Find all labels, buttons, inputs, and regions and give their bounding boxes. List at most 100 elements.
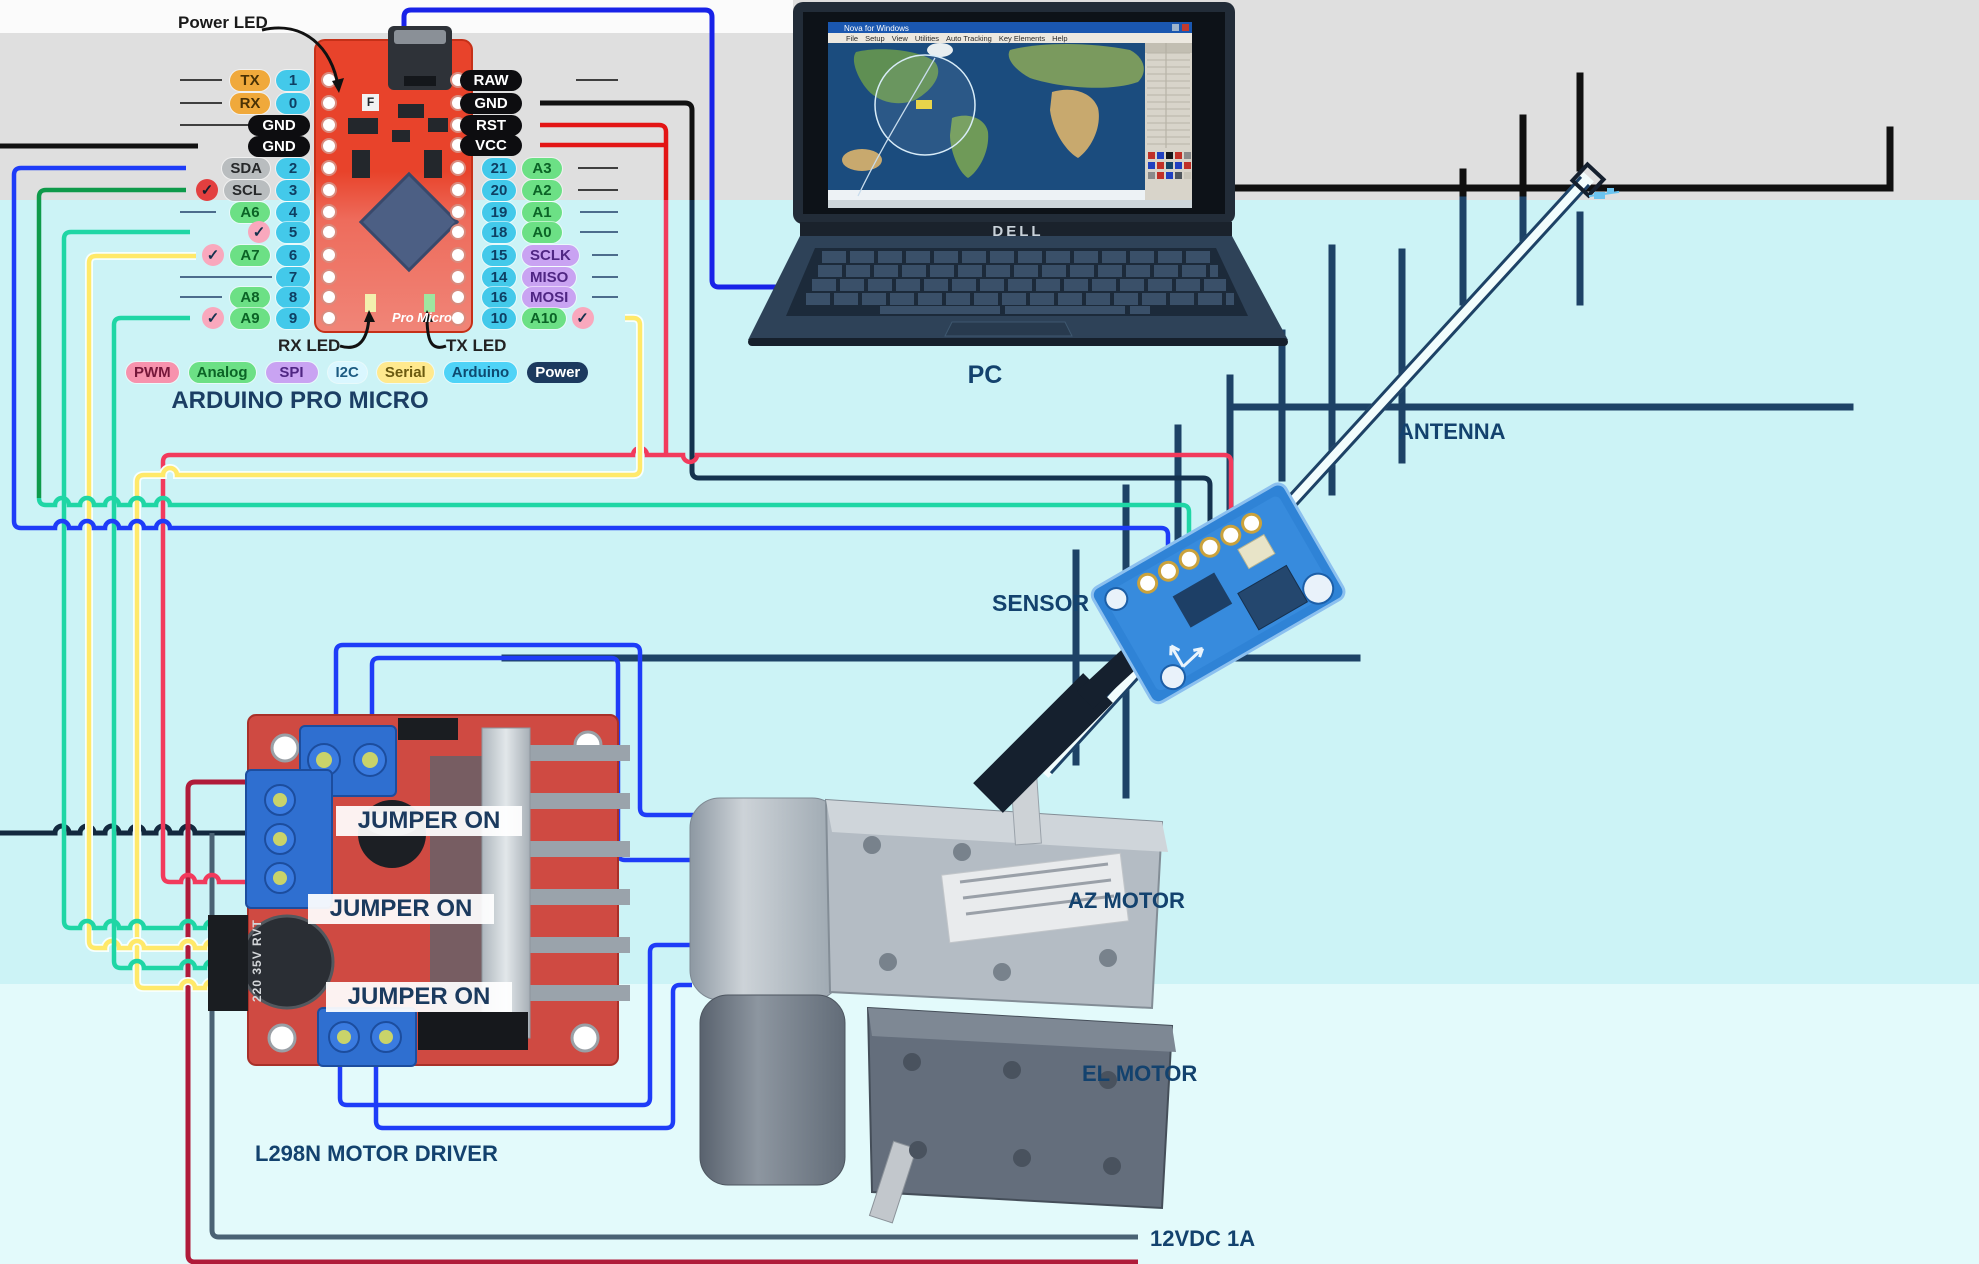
legend-serial: Serial [376,362,434,383]
legend-power: Power [527,362,589,383]
pin-signal: GND [248,135,310,157]
sensor-label: SENSOR [992,590,1090,616]
sensor-chip-2 [1237,564,1309,631]
pin-signal: SCL [224,179,270,201]
pin-signal: A1 [522,201,562,223]
pin-row-a0: 18 A0 [460,221,690,243]
wire-pin9 [111,315,250,971]
pin-signal: RST [460,114,522,136]
arduino-title: ARDUINO PRO MICRO [171,387,429,414]
sensor-pads [1137,512,1263,594]
pin-number: 15 [482,244,516,266]
pin-row-gnd-r: GND [460,92,690,114]
legend-i2c: I2C [327,362,367,383]
laptop-graphic [748,2,1288,346]
wire-psu-12v [185,779,1138,1264]
check-icon: ✓ [202,307,224,329]
keyboard-keys [806,251,1234,314]
pin-signal: SDA [222,157,270,179]
wire-usb-pc [401,7,795,290]
pin-signal: TX [230,69,270,91]
pin-signal: A8 [230,286,270,308]
pin-number: 3 [276,179,310,201]
laptop-menubar: File Setup View Utilities Auto Tracking … [846,34,1068,43]
pin-row-5: ✓5 [118,221,310,243]
pin-signal: A6 [230,201,270,223]
wire-sda [11,165,1171,577]
pin-signal: A7 [230,244,270,266]
wire-rst [540,122,669,200]
wire-el-motor-2 [373,982,692,1131]
wire-az-motor-1 [333,642,694,818]
dell-logo: DELL [992,223,1044,240]
satellite-marker [916,100,932,109]
legend-analog: Analog [188,362,256,383]
terminal-blocks [245,725,417,1067]
pin-row-gnd2: GND [118,135,310,157]
pin-signal: A9 [230,307,270,329]
legend-spi: SPI [265,362,318,383]
pc-label: PC [967,361,1003,389]
menu-item: Setup [865,34,885,43]
ground-track [857,57,936,197]
sensor-board [1090,482,1346,705]
pin-number: 10 [482,307,516,329]
sensor-chip-1 [1172,572,1233,628]
wire-red-sensor [666,452,1234,537]
pin-signal: SCLK [522,244,579,266]
laptop-window-title: Nova for Windows [844,23,909,33]
menu-item: Utilities [914,34,939,43]
pin-number: 8 [276,286,310,308]
wire-gnd-sensor [689,200,1213,549]
wire-az-motor-2 [369,655,694,863]
pin-row-a1: 19 A1 [460,201,690,223]
jumper-on-label-2: JUMPER ON [308,894,494,924]
az-motor-graphic [689,756,1168,1010]
wire-el-motor-1 [337,942,692,1108]
pin-number: 19 [482,201,516,223]
az-sticker-lines [959,862,1115,916]
pin-number: 5 [276,221,310,243]
pin-number: 18 [482,221,516,243]
pin-row-7: 7 [118,266,310,288]
pin-signal: MISO [522,266,577,288]
antenna-boom-tip [1569,161,1607,199]
pin-stubs-gray [180,79,618,191]
capacitor-label: 220 35V RVT [250,919,264,1002]
rx-led-label: RX LED [278,336,341,355]
power-led-label: Power LED [178,13,268,32]
legend-pwm: PWM [126,362,179,383]
el-motor-label: EL MOTOR [1082,1061,1198,1086]
check-icon: ✓ [571,307,594,329]
pin-number: 14 [482,266,516,288]
antenna-elements-black [1459,72,1584,204]
touchpad [944,321,1073,337]
wire-psu-ground [209,833,1138,1240]
pin-number: 20 [482,179,516,201]
pin-signal: MOSI [522,286,577,308]
arrow-heads [332,78,433,322]
pin-stubs-cyan [180,211,618,298]
pin-row-sclk: 15 SCLK [460,244,690,266]
output-header [418,1012,528,1050]
rx-led [365,294,376,312]
wire-pin6 [86,253,250,951]
wire-red-west [160,445,666,885]
menu-item: View [891,34,908,43]
pin-number: 1 [276,69,310,91]
sensor-holes [1104,572,1335,691]
pin-row-vcc: VCC [460,134,690,156]
antenna-label: ANTENNA [1398,419,1506,444]
az-label-sticker [940,852,1130,944]
pin-signal: A0 [522,221,562,243]
pin-number: 7 [276,266,310,288]
el-motor-graphic [699,994,1176,1224]
